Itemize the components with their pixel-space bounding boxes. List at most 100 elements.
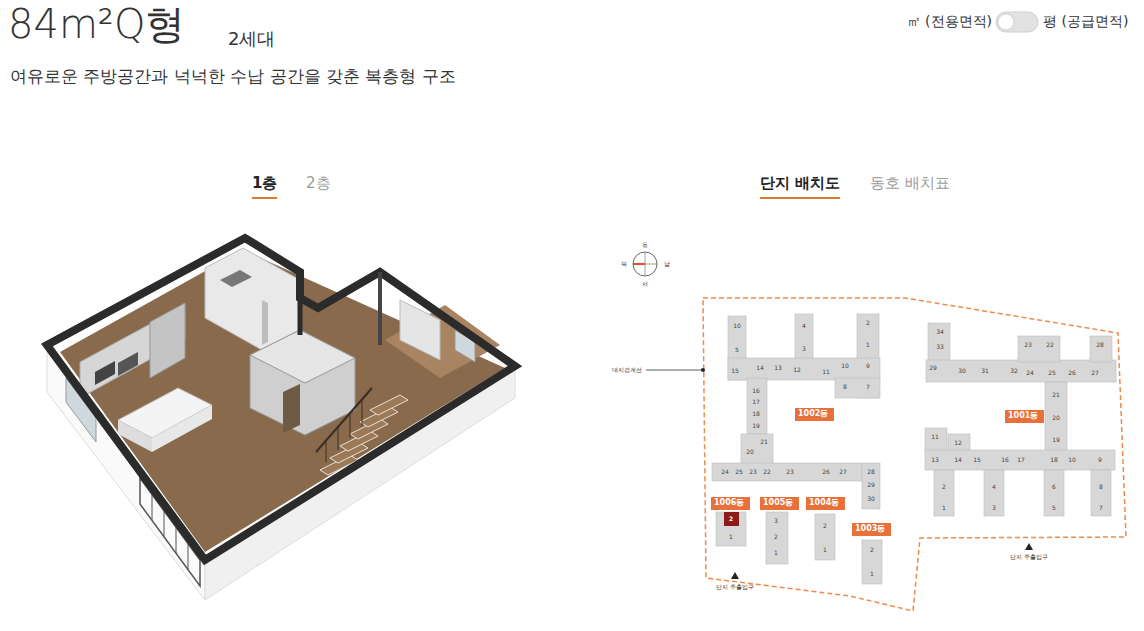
building-mass xyxy=(928,323,950,363)
building-tag: 1005동 xyxy=(760,497,799,510)
unit-number: 4 xyxy=(802,322,806,329)
building-mass xyxy=(1018,336,1060,362)
site-plan xyxy=(633,252,657,276)
unit-number: 28 xyxy=(1096,341,1104,348)
unit-number: 5 xyxy=(1052,504,1056,511)
floor-tab: 2층 xyxy=(306,174,331,192)
page-title: 84m²Q형 xyxy=(8,0,185,48)
unit-number: 9 xyxy=(866,362,870,369)
unit-number: 25 xyxy=(735,468,743,475)
unit-number: 23 xyxy=(1024,341,1032,348)
map-tab: 단지 배치도 xyxy=(760,174,840,199)
unit-number: 4 xyxy=(992,483,996,490)
unit-number: 29 xyxy=(929,364,937,371)
building-mass xyxy=(925,428,947,452)
floor-plan-3d xyxy=(370,395,408,415)
floor-plan-3d xyxy=(164,511,165,537)
unit-number: 3 xyxy=(774,517,778,524)
unit-number: 7 xyxy=(866,383,870,390)
floor-plan-3d xyxy=(118,352,138,376)
building-mass xyxy=(815,514,835,560)
subtitle: 여유로운 주방공간과 넉넉한 수납 공간을 갖춘 복층형 구조 xyxy=(10,66,456,86)
building-mass xyxy=(728,358,880,380)
building-mass xyxy=(1044,470,1064,516)
building-name: 1006동 xyxy=(714,498,747,508)
floor-plan-3d xyxy=(95,361,115,385)
unit-number: 26 xyxy=(1068,369,1076,376)
map-tab: 동호 배치표 xyxy=(870,174,950,192)
floor-plan-3d xyxy=(150,303,185,378)
unit-number: 21 xyxy=(760,438,768,445)
site-plan xyxy=(731,572,739,579)
unit-number: 20 xyxy=(1052,414,1060,421)
building-tag: 1003동 xyxy=(852,523,891,536)
unit-number: 31 xyxy=(981,367,989,374)
unit-number: 1 xyxy=(942,504,946,511)
unit-number: 27 xyxy=(1091,369,1099,376)
floor-plan-3d xyxy=(338,427,339,450)
unit-number: 22 xyxy=(763,468,771,475)
floor-plan-3d xyxy=(47,238,515,560)
unit-number: 1 xyxy=(729,533,733,540)
building-mass xyxy=(1045,382,1067,452)
unit-number: 24 xyxy=(721,468,729,475)
compass-letter: 북 xyxy=(621,260,627,267)
toggle-switch xyxy=(996,12,1038,32)
unit-number: 22 xyxy=(1046,341,1054,348)
unit-number: 29 xyxy=(867,481,875,488)
building-mass xyxy=(747,378,767,434)
unit-number: 10 xyxy=(733,322,741,329)
unit-number: 15 xyxy=(731,367,739,374)
floor-plan-3d xyxy=(250,330,355,435)
unit-number: 14 xyxy=(756,364,764,371)
unit-number: 1 xyxy=(866,341,870,348)
building-mass xyxy=(1090,336,1112,362)
toggle-switch xyxy=(996,12,1038,32)
building-name: 1002동 xyxy=(798,409,831,419)
unit-number: 5 xyxy=(735,346,739,353)
unit-number: 18 xyxy=(1050,456,1058,463)
building-mass xyxy=(741,434,773,464)
unit-number: 13 xyxy=(774,364,782,371)
building-name: 1001동 xyxy=(1008,411,1041,421)
unit-number: 23 xyxy=(786,468,794,475)
building-mass xyxy=(712,463,862,481)
unit-number: 2 xyxy=(823,522,827,529)
unit-number: 23 xyxy=(749,468,757,475)
unit-number: 20 xyxy=(746,448,754,455)
unit-number: 3 xyxy=(802,345,806,352)
unit-number: 10 xyxy=(1068,456,1076,463)
building-tag: 1004동 xyxy=(806,497,845,510)
unit-number: 2 xyxy=(729,515,733,522)
unit-number: 12 xyxy=(793,366,801,373)
unit-number: 18 xyxy=(752,410,760,417)
floor-plan-3d xyxy=(220,270,252,287)
unit-number: 21 xyxy=(1052,391,1060,398)
unit-number: 6 xyxy=(1052,483,1056,490)
floor-plan-3d xyxy=(152,494,153,520)
site-plan xyxy=(646,370,702,371)
floor-plan-3d xyxy=(140,478,200,586)
unit-number: 19 xyxy=(1052,436,1060,443)
floor-plan-3d xyxy=(47,238,515,600)
unit-count: 2세대 xyxy=(228,28,275,50)
unit-number: 11 xyxy=(822,368,830,375)
building-name: 1003동 xyxy=(855,524,888,534)
unit-number: 30 xyxy=(867,495,875,502)
compass-letter: 남 xyxy=(664,260,670,267)
building-mass xyxy=(712,314,1116,584)
unit-number: 2 xyxy=(774,533,778,540)
building-mass xyxy=(766,512,788,564)
building-tag: 1002동 xyxy=(795,408,834,421)
site-plan xyxy=(1025,543,1033,550)
unit-number: 28 xyxy=(867,468,875,475)
floor-plan-3d xyxy=(326,441,327,462)
compass-letter: 동 xyxy=(642,241,648,248)
floor-plan-3d xyxy=(262,300,268,345)
unit-number: 8 xyxy=(1099,483,1103,490)
boundary-label: 대지경계선 xyxy=(612,366,642,373)
entrance-label: 단지 주출입구 xyxy=(716,583,754,590)
unit-number: 27 xyxy=(839,468,847,475)
unit-number: 14 xyxy=(954,456,962,463)
